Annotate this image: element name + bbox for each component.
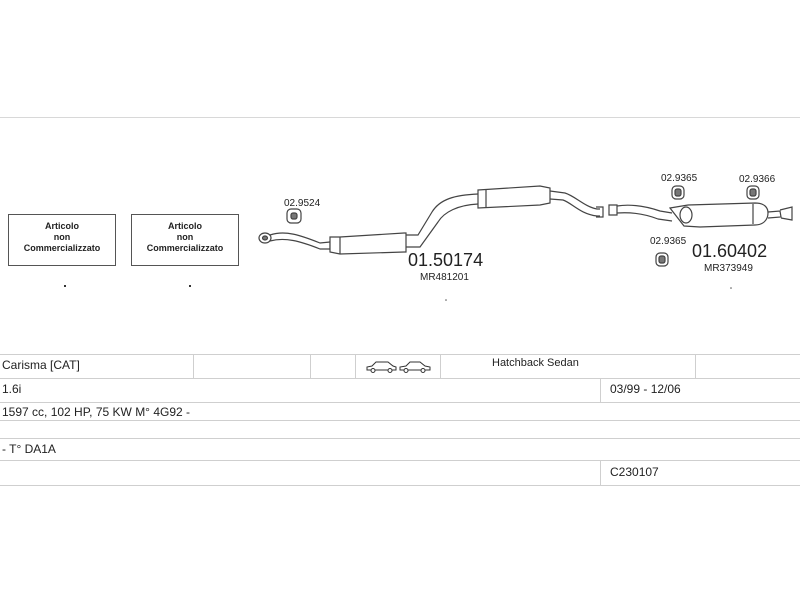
part-ref-label: MR481201	[420, 272, 469, 283]
catalog-code-cell: C230107	[610, 465, 659, 479]
model-cell: Carisma [CAT]	[2, 358, 80, 372]
column-line	[355, 354, 356, 378]
hanger-02-9524-part[interactable]	[286, 208, 302, 224]
bullet-dot	[64, 285, 66, 287]
period-cell: 03/99 - 12/06	[610, 382, 681, 396]
part-ref-label: MR373949	[704, 263, 753, 274]
column-line	[440, 354, 441, 378]
box-line: Commercializzato	[146, 243, 224, 253]
row-line	[0, 378, 800, 379]
part-code-label: 02.9365	[650, 236, 687, 247]
rear-silencer-part[interactable]	[608, 202, 793, 228]
car-body-icon	[366, 361, 431, 373]
marker-dot	[445, 299, 447, 301]
specs-cell: 1597 cc, 102 HP, 75 KW M° 4G92 -	[2, 405, 191, 419]
part-code-label: 02.9524	[284, 198, 321, 209]
type-code-cell: - T° DA1A	[2, 442, 56, 456]
box-line: Commercializzato	[23, 243, 101, 253]
box-line: non	[176, 232, 194, 242]
hanger-02-9366-part[interactable]	[746, 185, 760, 200]
bullet-dot	[189, 285, 191, 287]
box-line: Articolo	[44, 221, 79, 231]
not-available-box-1: Articolo non Commercializzato	[8, 214, 116, 266]
hanger-02-9365-bottom-part[interactable]	[655, 252, 669, 267]
column-line	[600, 460, 601, 485]
centre-silencer-part[interactable]	[329, 185, 604, 255]
part-code-label: 01.50174	[408, 250, 483, 270]
top-border	[0, 117, 800, 118]
row-line	[0, 438, 800, 439]
not-available-box-2: Articolo non Commercializzato	[131, 214, 239, 266]
marker-dot	[730, 287, 732, 289]
part-code-label: 02.9366	[739, 174, 776, 185]
row-line	[0, 354, 800, 355]
body-type-cell: Hatchback Sedan	[492, 357, 579, 369]
row-line	[0, 485, 800, 486]
part-code-label: 02.9365	[661, 173, 698, 184]
engine-cell: 1.6i	[2, 382, 22, 396]
column-line	[600, 378, 601, 402]
column-line	[193, 354, 194, 378]
box-line: non	[53, 232, 71, 242]
hanger-02-9365-top-part[interactable]	[671, 185, 685, 200]
column-line	[310, 354, 311, 378]
exhaust-diagram: 02.9524 01.50174 MR481201 02.9365 02.936…	[258, 173, 793, 301]
row-line	[0, 420, 800, 421]
column-line	[695, 354, 696, 378]
part-code-label: 01.60402	[692, 241, 767, 261]
row-line	[0, 460, 800, 461]
box-line: Articolo	[167, 221, 202, 231]
row-line	[0, 402, 800, 403]
front-pipe-part[interactable]	[258, 232, 331, 250]
